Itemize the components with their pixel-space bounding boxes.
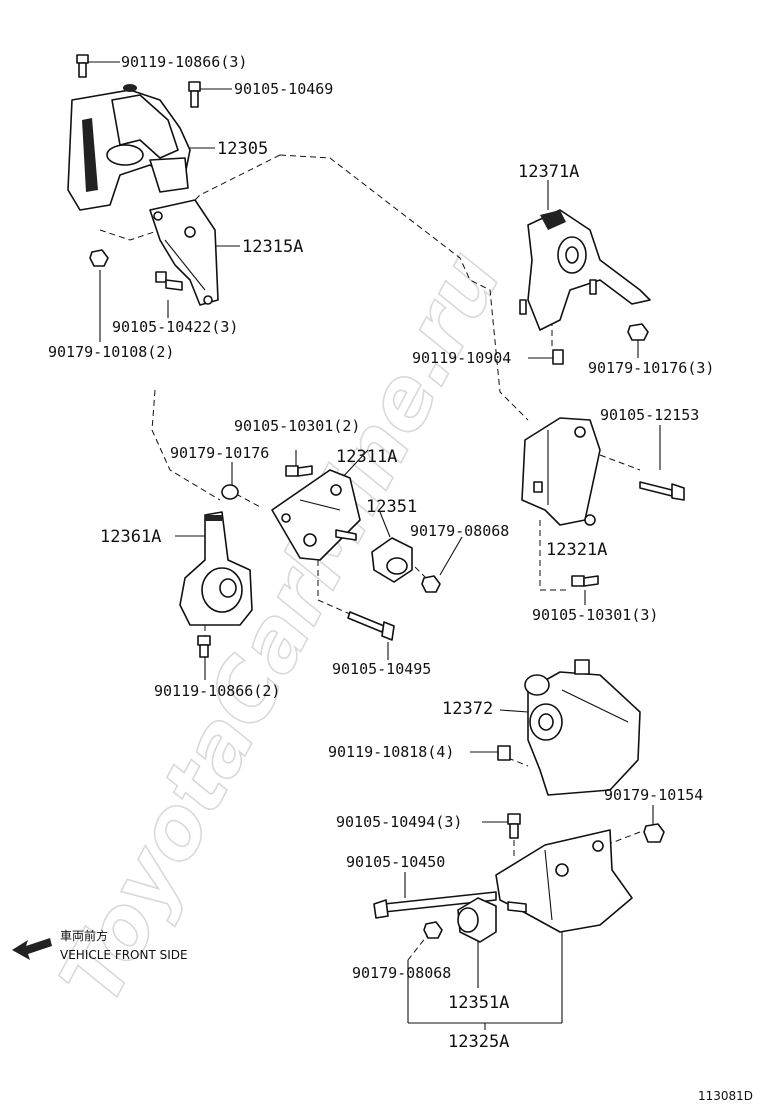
direction-label-en: VEHICLE FRONT SIDE xyxy=(60,948,188,962)
label-12315A: 12315A xyxy=(242,237,303,257)
nut-90179-10176 xyxy=(221,484,239,500)
label-12311A: 12311A xyxy=(336,447,397,467)
bolt-90105-10301-3 xyxy=(571,575,599,587)
label-12305: 12305 xyxy=(217,139,268,159)
mount-12371A xyxy=(519,209,651,331)
label-90179-08068-lower: 90179-08068 xyxy=(352,964,451,982)
label-90105-10301-2: 90105-10301(2) xyxy=(234,417,360,435)
bolt-90119-10818 xyxy=(497,745,511,761)
label-90119-10818-4: 90119-10818(4) xyxy=(328,743,454,761)
label-12325A: 12325A xyxy=(448,1032,509,1052)
bolt-90105-10450 xyxy=(373,891,497,919)
direction-label-jp: 車両前方 xyxy=(60,928,108,943)
label-90105-10494-3: 90105-10494(3) xyxy=(336,813,462,831)
label-90105-10301-3: 90105-10301(3) xyxy=(532,606,658,624)
nut-90179-08068-lower xyxy=(423,921,443,939)
bolt-90119-10866-2 xyxy=(197,635,211,658)
label-90119-10866-2: 90119-10866(2) xyxy=(154,682,280,700)
label-12351A: 12351A xyxy=(448,993,509,1013)
label-90119-10866-3: 90119-10866(3) xyxy=(121,53,247,71)
label-12321A: 12321A xyxy=(546,540,607,560)
label-90179-10176-3: 90179-10176(3) xyxy=(588,359,714,377)
label-12371A: 12371A xyxy=(518,162,579,182)
label-90179-10154: 90179-10154 xyxy=(604,786,703,804)
insulator-12351A xyxy=(457,897,497,943)
bolt-90105-12153 xyxy=(639,481,685,501)
bolt-90105-10495 xyxy=(347,611,395,641)
bolt-90105-10469 xyxy=(188,81,201,108)
bracket-12325A xyxy=(495,829,633,933)
bolt-90105-10301-2 xyxy=(285,465,313,477)
label-90105-10469: 90105-10469 xyxy=(234,80,333,98)
label-12351: 12351 xyxy=(366,497,417,517)
diagram-code: 113081D xyxy=(698,1089,753,1103)
part-labels: 90119-10866(3) 90105-10469 12305 12315A … xyxy=(48,53,714,1052)
nut-90179-08068-upper xyxy=(421,575,441,593)
label-90179-10108-2: 90179-10108(2) xyxy=(48,343,174,361)
label-90179-10176: 90179-10176 xyxy=(170,444,269,462)
nut-90179-10176-3 xyxy=(627,323,649,341)
mount-12361A xyxy=(179,511,253,626)
nut-90179-10154 xyxy=(643,823,665,843)
label-90105-10450: 90105-10450 xyxy=(346,853,445,871)
bracket-12321A xyxy=(521,417,601,526)
arrow-left-icon xyxy=(12,938,52,960)
mount-12372 xyxy=(524,659,641,796)
label-90119-10904: 90119-10904 xyxy=(412,349,511,367)
insulator-12351 xyxy=(371,537,413,583)
label-90179-08068-upper: 90179-08068 xyxy=(410,522,509,540)
label-90105-12153: 90105-12153 xyxy=(600,406,699,424)
bracket-12315A xyxy=(149,199,219,306)
label-12372: 12372 xyxy=(442,699,493,719)
label-12361A: 12361A xyxy=(100,527,161,547)
label-90105-10422-3: 90105-10422(3) xyxy=(112,318,238,336)
label-90105-10495: 90105-10495 xyxy=(332,660,431,678)
engine-mount-12305 xyxy=(67,84,191,211)
bolt-90119-10904 xyxy=(552,349,564,365)
bolt-90119-10866 xyxy=(76,54,89,78)
nut-90179-10108 xyxy=(89,249,109,267)
bolt-90105-10494 xyxy=(507,813,521,839)
bolt-90105-10422 xyxy=(155,271,183,291)
stud-bolt xyxy=(335,529,357,541)
